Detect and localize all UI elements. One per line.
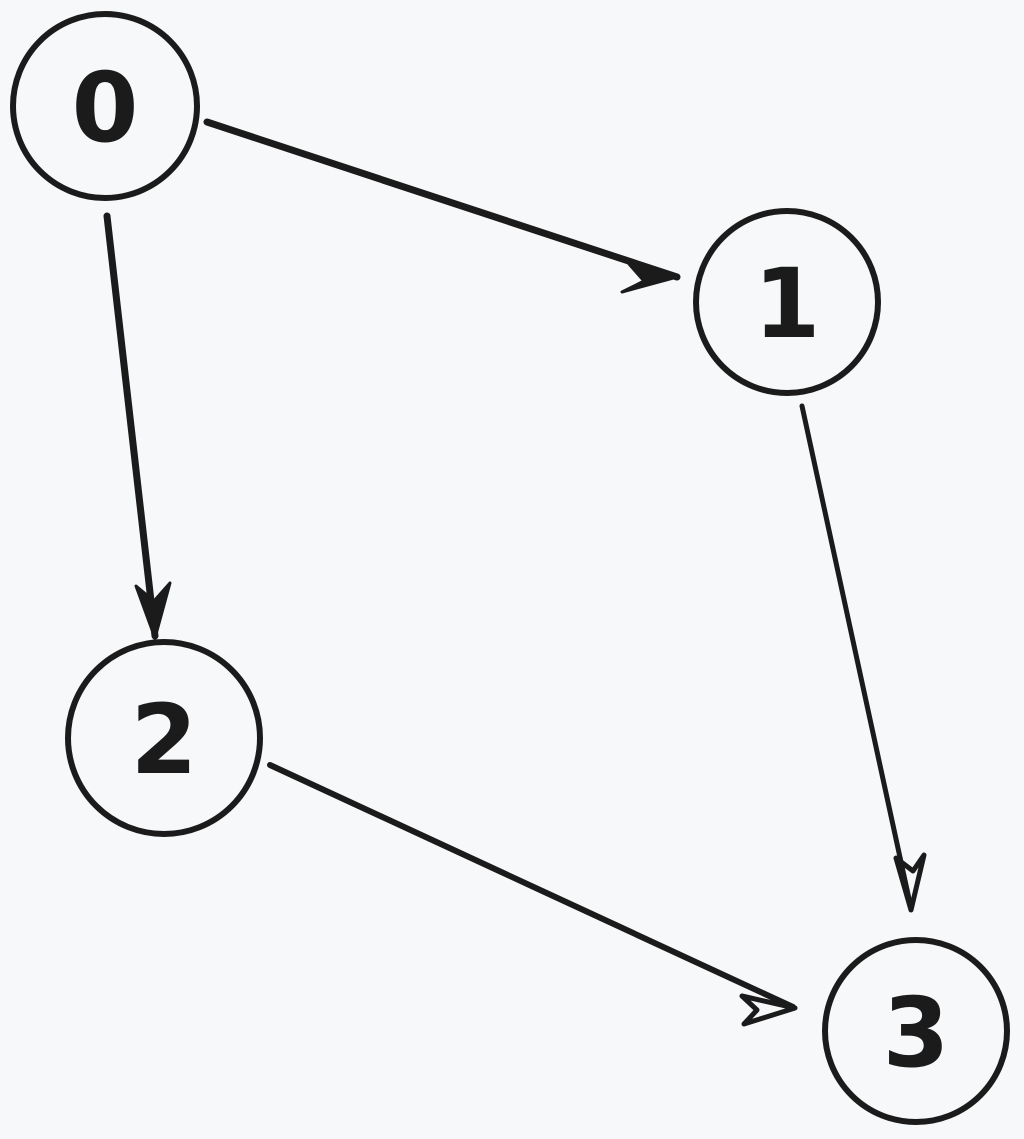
edge-2-to-3[interactable] [267,762,798,1027]
edge-0-to-1[interactable] [203,118,681,294]
node-2-label: 2 [131,684,198,796]
edge-1-to-3-line [799,403,914,911]
edge-0-to-2-line [103,212,159,640]
edge-1-to-3-arrowhead-icon [893,852,927,913]
edge-0-to-1-line [203,118,681,281]
node-3-label: 3 [883,977,950,1089]
node-group: 0 1 2 3 [10,11,1010,1125]
edge-2-to-3-arrowhead-icon [739,993,798,1027]
node-3-circle [822,937,1010,1125]
node-3[interactable]: 3 [822,937,1010,1125]
node-1-circle [693,208,881,396]
node-1[interactable]: 1 [693,208,881,396]
node-2[interactable]: 2 [65,639,263,837]
edge-group [103,118,927,1027]
edge-0-to-1-arrowhead-icon [620,262,679,294]
node-2-circle [65,639,263,837]
node-1-label: 1 [754,248,821,360]
edge-2-to-3-line [267,762,796,1010]
node-0[interactable]: 0 [10,11,200,201]
node-0-circle [10,11,200,201]
edge-1-to-3[interactable] [799,403,927,913]
edge-0-to-2-arrowhead-icon [134,581,172,640]
edge-0-to-2[interactable] [103,212,172,640]
node-0-label: 0 [72,52,139,164]
